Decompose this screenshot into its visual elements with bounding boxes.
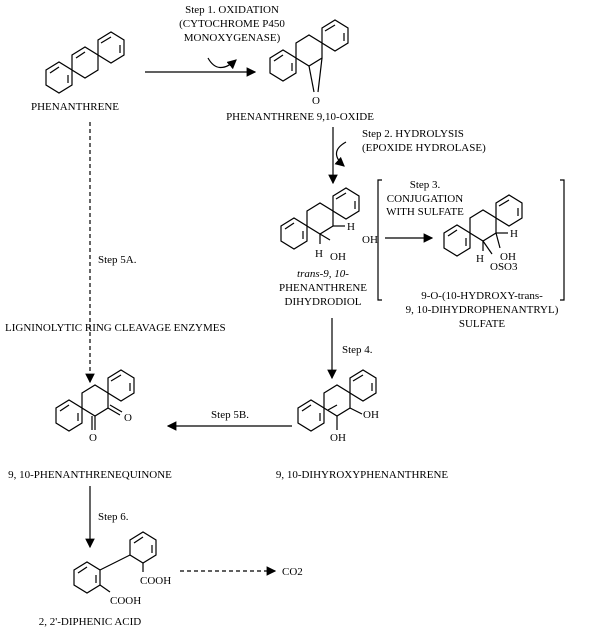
sulfate-label-1: 9-O-(10-HYDROXY-trans-	[421, 290, 543, 302]
step1-enzyme-line1: (CYTOCHROME P450	[179, 18, 285, 30]
dihydroxy-structure	[297, 369, 377, 432]
quinone-O1: O	[124, 412, 132, 424]
step3-desc-1: CONJUGATION	[387, 193, 463, 205]
diphenic-COOH1: COOH	[140, 575, 171, 587]
step5a-enzymes: LIGNINOLYTIC RING CLEAVAGE ENZYMES	[5, 322, 226, 334]
sulfate-H2: H	[476, 253, 484, 265]
step4-label: Step 4.	[342, 344, 373, 356]
sulfate-label-2: 9, 10-DIHYDROPHENANTRYL)	[406, 304, 559, 316]
step2-label: Step 2. HYDROLYSIS	[362, 128, 464, 140]
dihydrodiol-structure	[280, 187, 360, 250]
phenanthrene-structure	[45, 31, 125, 94]
sulfate-OH: OH	[500, 251, 516, 263]
dihydrodiol-H1: H	[347, 221, 355, 233]
dihydroxy-label: 9, 10-DIHYROXYPHENANTHRENE	[276, 469, 449, 481]
dihydrodiol-label-1: trans-9, 10-	[297, 268, 349, 280]
step3-desc-2: WITH SULFATE	[386, 206, 464, 218]
dihydrodiol-H2: H	[315, 248, 323, 260]
oxide-label: PHENANTHRENE 9,10-OXIDE	[226, 111, 374, 123]
step5b-label: Step 5B.	[211, 409, 249, 421]
phenanthrene-label: PHENANTHRENE	[31, 101, 119, 113]
sulfate-label-3: SULFATE	[459, 318, 506, 330]
dihydrodiol-OH2: OH	[330, 251, 346, 263]
step6-label: Step 6.	[98, 511, 129, 523]
step1-label: Step 1. OXIDATION	[185, 4, 279, 16]
dihydrodiol-label-3: DIHYDRODIOL	[285, 296, 362, 308]
step1-cofactor-arrow	[207, 57, 237, 70]
epoxide-oxygen: O	[312, 95, 320, 107]
co2-label: CO2	[282, 566, 303, 578]
sulfate-structure	[443, 194, 523, 257]
oxide-structure	[269, 19, 349, 93]
step1-enzyme-line2: MONOXYGENASE)	[184, 32, 281, 44]
step2-enzyme: (EPOXIDE HYDROLASE)	[362, 142, 486, 154]
diphenic-COOH2: COOH	[110, 595, 141, 607]
dihydrodiol-label-2: PHENANTHRENE	[279, 282, 367, 294]
diphenic-structure	[73, 531, 157, 594]
step5a-label: Step 5A.	[98, 254, 137, 266]
step2-cofactor-arrow	[334, 141, 347, 167]
dihydrodiol-OH1: OH	[362, 234, 378, 246]
quinone-O2: O	[89, 432, 97, 444]
sulfate-H1: H	[510, 228, 518, 240]
sulfate-OSO3: OSO3	[490, 261, 518, 273]
bracket-right	[560, 179, 565, 301]
dihydroxy-OH2: OH	[330, 432, 346, 444]
dihydroxy-OH1: OH	[363, 409, 379, 421]
quinone-structure	[55, 369, 135, 432]
step3-label: Step 3.	[410, 179, 441, 191]
quinone-label: 9, 10-PHENANTHRENEQUINONE	[8, 469, 172, 481]
diphenic-label: 2, 2'-DIPHENIC ACID	[39, 616, 142, 628]
bracket-left	[377, 179, 382, 301]
